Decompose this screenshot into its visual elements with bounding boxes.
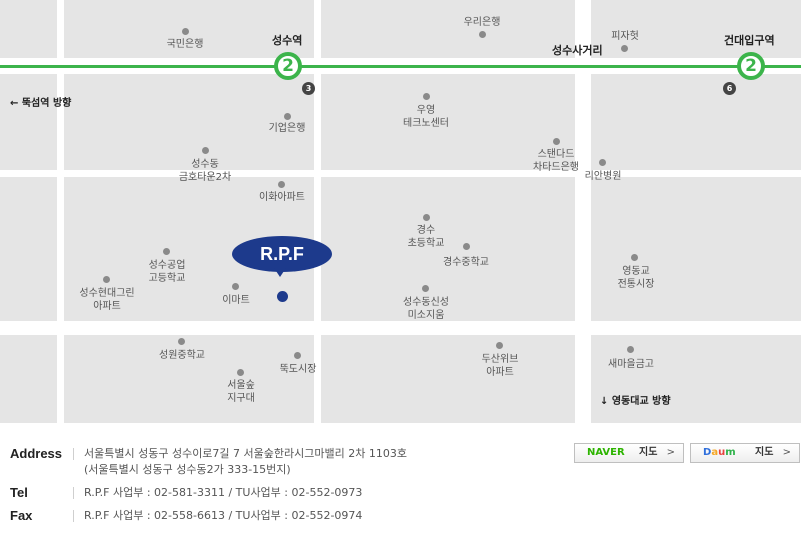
landmark-dot xyxy=(423,93,430,100)
company-location-marker[interactable]: R.P.F xyxy=(232,236,332,278)
direction-south-label: ↓ 영동대교 방향 xyxy=(600,396,671,407)
landmark-dot xyxy=(422,285,429,292)
landmark-dot xyxy=(599,159,606,166)
tel-label: Tel xyxy=(10,485,28,500)
subway-line-2 xyxy=(0,65,801,68)
landmark-dot xyxy=(163,248,170,255)
address-line-2: (서울특별시 성동구 성수동2가 333-15번지) xyxy=(84,463,291,476)
landmark-dot xyxy=(553,138,560,145)
exit-badge-6: 6 xyxy=(723,82,736,95)
chevron-right-icon: > xyxy=(666,447,675,458)
landmark-label: 기업은행 xyxy=(268,123,306,134)
landmark-label: 우리은행 xyxy=(463,17,501,28)
tel-text: R.P.F 사업부 : 02-581-3311 / TU사업부 : 02-552… xyxy=(84,486,363,499)
landmark-label: 피자헛 xyxy=(611,31,639,42)
landmark-label: 이마트 xyxy=(222,295,250,306)
landmark-label: 국민은행 xyxy=(166,39,204,50)
landmark-label: 뚝도시장 xyxy=(279,364,317,375)
station-label-seongsu: 성수역 xyxy=(272,34,303,47)
naver-map-label: 지도 xyxy=(639,447,658,458)
naver-map-button[interactable]: NAVER 지도 > xyxy=(574,443,684,463)
station-marker-seongsu[interactable]: 2 xyxy=(274,52,302,80)
daum-logo: Daum xyxy=(703,447,736,458)
intersection-label: 성수사거리 xyxy=(552,44,603,57)
naver-logo: NAVER xyxy=(587,447,625,458)
landmark-dot xyxy=(479,31,486,38)
landmark-dot xyxy=(278,181,285,188)
exit-badge-3: 3 xyxy=(302,82,315,95)
landmark-dot xyxy=(202,147,209,154)
landmark-dot xyxy=(423,214,430,221)
direction-west-label: ← 뚝섬역 방향 xyxy=(10,98,72,109)
road-vertical-left xyxy=(57,0,64,423)
landmark-label: 리안병원 xyxy=(584,171,622,182)
road-vertical-center-left xyxy=(314,0,321,423)
landmark-label: 이화아파트 xyxy=(259,192,305,203)
station-label-konkuk: 건대입구역 xyxy=(724,34,775,47)
landmark-dot xyxy=(627,346,634,353)
landmark-dot xyxy=(621,45,628,52)
address-label: Address xyxy=(10,446,63,461)
divider xyxy=(73,448,74,460)
landmark-dot xyxy=(496,342,503,349)
road-vertical-center-right xyxy=(575,0,591,423)
daum-map-button[interactable]: Daum 지도 > xyxy=(690,443,800,463)
landmark-dot xyxy=(463,243,470,250)
fax-text: R.P.F 사업부 : 02-558-6613 / TU사업부 : 02-552… xyxy=(84,509,363,522)
landmark-dot xyxy=(232,283,239,290)
landmark-label: 새마을금고 xyxy=(608,359,654,370)
chevron-right-icon: > xyxy=(782,447,791,458)
landmark-dot xyxy=(294,352,301,359)
marker-tail xyxy=(274,268,286,277)
address-text: 서울특별시 성동구 성수이로7길 7 서울숲한라시그마밸리 2차 1103호 (… xyxy=(84,446,407,478)
landmark-dot xyxy=(182,28,189,35)
landmark-dot xyxy=(237,369,244,376)
divider xyxy=(73,487,74,499)
map-area[interactable]: 2 성수역 2 건대입구역 3 6 성수사거리 ← 뚝섬역 방향 ↓ 영동대교 … xyxy=(0,0,801,423)
landmark-dot xyxy=(103,276,110,283)
landmark-label: 경수중학교 xyxy=(443,257,489,268)
address-line-1: 서울특별시 성동구 성수이로7길 7 서울숲한라시그마밸리 2차 1103호 xyxy=(84,447,407,460)
station-marker-konkuk[interactable]: 2 xyxy=(737,52,765,80)
road-horizontal-middle xyxy=(0,170,801,177)
landmark-dot xyxy=(178,338,185,345)
divider xyxy=(73,510,74,522)
daum-map-label: 지도 xyxy=(755,447,774,458)
landmark-dot xyxy=(284,113,291,120)
landmark-label: 성원중학교 xyxy=(159,350,205,361)
marker-label: R.P.F xyxy=(232,236,332,272)
fax-label: Fax xyxy=(10,508,33,523)
company-location-dot xyxy=(277,291,288,302)
landmark-dot xyxy=(631,254,638,261)
road-horizontal-lower xyxy=(0,321,801,335)
